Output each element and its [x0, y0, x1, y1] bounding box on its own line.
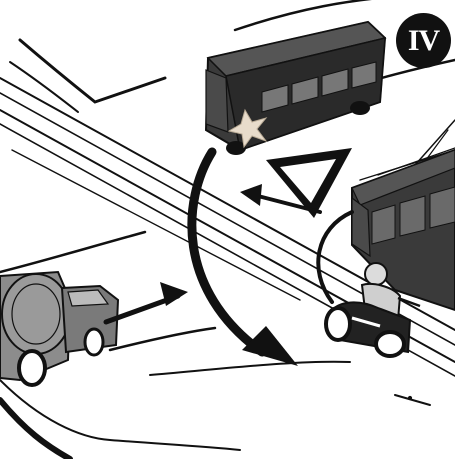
bus-icon	[206, 22, 385, 155]
panel-number-badge: IV	[396, 13, 451, 68]
tanker-truck-icon	[0, 272, 118, 385]
arrow-heads	[160, 184, 298, 366]
